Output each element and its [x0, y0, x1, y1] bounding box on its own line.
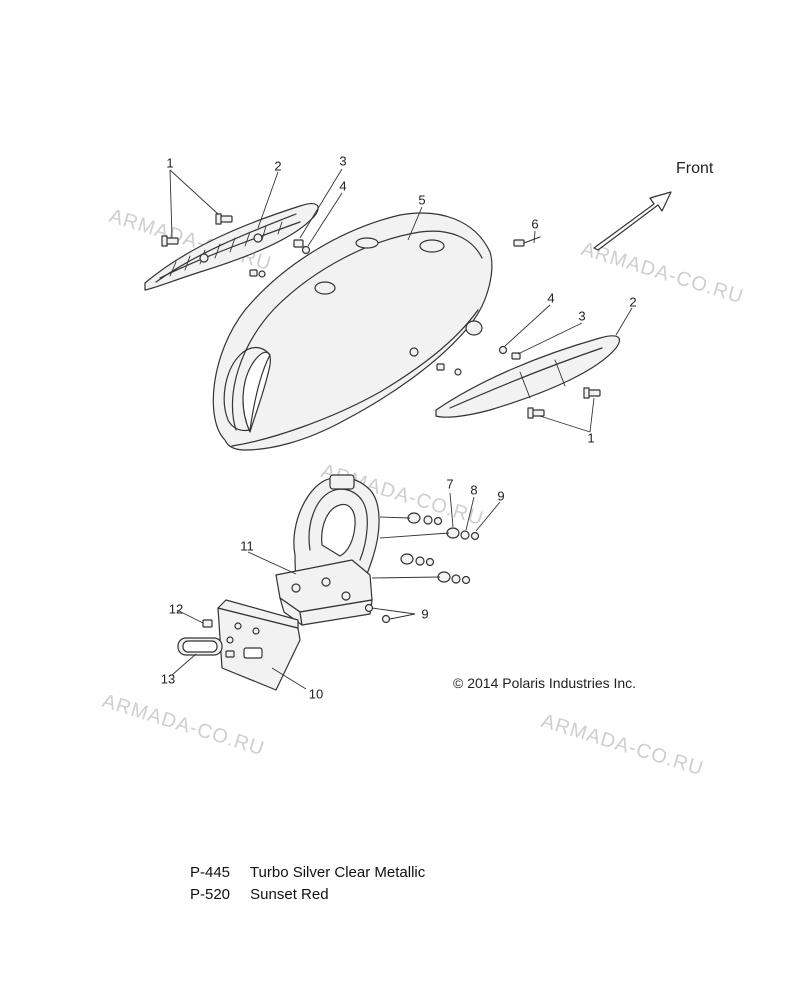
callout-number: 12	[168, 601, 184, 617]
callout-number: 7	[446, 476, 454, 492]
callout-number: 1	[166, 155, 174, 171]
callout-number: 4	[339, 178, 347, 194]
callout-number: 4	[547, 290, 555, 306]
front-label: Front	[676, 160, 714, 177]
copyright-notice: © 2014 Polaris Industries Inc.	[453, 675, 637, 691]
callout-number: 3	[339, 153, 347, 169]
color-options-list: P-445 Turbo Silver Clear Metallic P-520 …	[190, 864, 425, 908]
color-option: P-445 Turbo Silver Clear Metallic	[190, 864, 425, 886]
nut-upper-right	[511, 352, 521, 360]
screw-lower-right-b	[583, 387, 601, 399]
callout-number: 9	[421, 606, 429, 622]
nut-upper-left-lower	[249, 269, 258, 277]
callout-number: 6	[531, 216, 539, 232]
callout-number: 10	[308, 686, 324, 702]
callout-number: 3	[578, 308, 586, 324]
callout-number: 2	[629, 294, 637, 310]
color-option: P-520 Sunset Red	[190, 886, 425, 908]
nut-fender-lower	[436, 363, 445, 371]
color-name: Sunset Red	[250, 886, 329, 903]
washer-upper-left-lower	[258, 270, 266, 278]
license-plate-mount	[217, 599, 301, 691]
color-name: Turbo Silver Clear Metallic	[249, 864, 426, 881]
right-fender-trim-panel	[435, 335, 621, 418]
license-plate-bracket	[275, 474, 380, 626]
stud	[513, 236, 541, 247]
color-code: P-520	[190, 886, 231, 903]
leader-lines	[169, 168, 633, 690]
washer-upper-left	[301, 245, 311, 255]
washer-fender-lower	[454, 368, 462, 376]
callout-number: 2	[274, 158, 282, 174]
left-fender-trim-panel	[144, 203, 319, 291]
mount-screw	[202, 619, 213, 628]
screw-upper-left-b	[215, 213, 233, 225]
mount-screw-lower	[225, 650, 235, 658]
washer-bracket-b	[381, 614, 391, 624]
front-direction-arrow	[593, 191, 672, 251]
callout-number: 8	[470, 482, 478, 498]
nut-set-lower-b	[437, 571, 471, 585]
nut-upper-left	[293, 239, 304, 248]
callout-number: 13	[160, 671, 176, 687]
nut-set-middle	[446, 527, 480, 541]
license-lamp-lens	[177, 637, 223, 656]
callout-number: 5	[418, 192, 426, 208]
screw-upper-left-a	[161, 235, 179, 247]
callout-number: 9	[497, 488, 505, 504]
callout-number: 1	[587, 430, 595, 446]
rear-fender	[212, 212, 493, 451]
nut-set-lower-a	[400, 553, 435, 567]
washer-bracket-a	[364, 603, 374, 613]
washer-upper-right	[498, 345, 508, 355]
color-code: P-445	[190, 864, 231, 881]
screw-lower-right-a	[527, 407, 545, 419]
nut-set-upper	[407, 512, 443, 526]
callout-number: 11	[240, 538, 254, 554]
